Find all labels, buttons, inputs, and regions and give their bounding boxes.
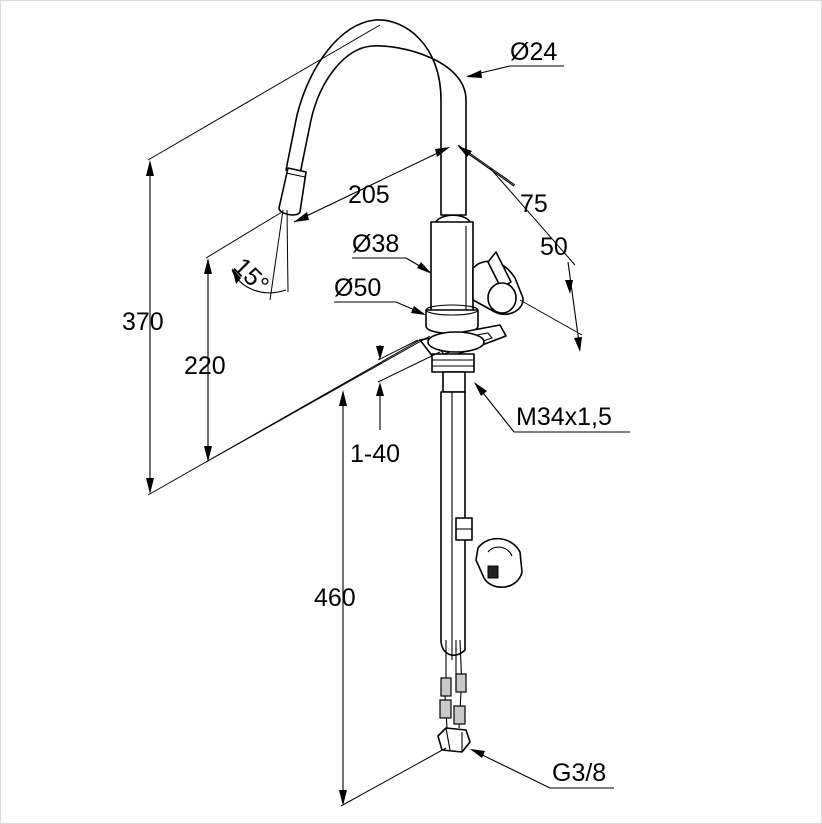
label-deck-thickness: 1-40 <box>350 440 400 468</box>
crimp-fitting-left <box>440 677 452 697</box>
label-spout-diameter: Ø24 <box>510 38 557 66</box>
label-outlet-height: 220 <box>184 352 226 380</box>
label-thread: M34x1,5 <box>516 403 612 431</box>
label-reach: 205 <box>348 181 390 209</box>
connection-nut <box>437 727 471 753</box>
label-body-diameter: Ø38 <box>352 230 399 258</box>
dimension-lines <box>146 24 583 807</box>
lever-knob <box>487 251 512 289</box>
leaders <box>334 65 630 789</box>
supply-hoses <box>437 391 523 753</box>
crimp-fitting-right <box>455 673 467 693</box>
faucet-body <box>278 19 524 393</box>
hose-sleeve <box>440 391 466 656</box>
label-offset-75: 75 <box>520 190 548 218</box>
dim-205 <box>293 147 449 223</box>
label-total-height: 370 <box>122 308 164 336</box>
label-hose-length: 460 <box>314 584 356 612</box>
label-connection: G3/8 <box>552 759 606 787</box>
body-cylinder <box>430 221 474 315</box>
spray-head <box>278 167 307 216</box>
label-base-diameter: Ø50 <box>334 274 381 302</box>
label-offset-50: 50 <box>540 233 568 261</box>
mounting-nut <box>431 353 475 373</box>
dim-50 <box>567 261 581 351</box>
